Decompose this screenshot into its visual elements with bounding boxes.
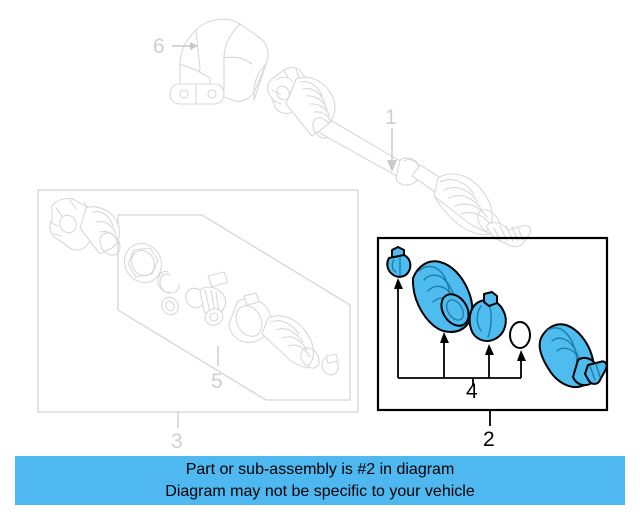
- part-cv-joint-repair-kit-pieces: [123, 242, 339, 376]
- callout-number-1: 1: [385, 106, 397, 129]
- callout-leader-4: [394, 278, 526, 386]
- part-cv-boot-large-bellows[interactable]: [411, 260, 474, 333]
- part-cv-joint-with-splined-shaft[interactable]: [538, 323, 608, 388]
- group-box-2: 4: [376, 236, 609, 412]
- part-info-banner: Part or sub-assembly is #2 in diagram Di…: [15, 456, 625, 505]
- part-drive-axle-half-shaft: 1: [266, 67, 532, 248]
- group-box-3: 5 3: [37, 189, 359, 453]
- callout-number-5: 5: [211, 370, 223, 393]
- banner-line-2: Diagram may not be specific to your vehi…: [165, 482, 475, 500]
- callout-number-6: 6: [153, 35, 165, 58]
- callout-arrow-6: [172, 42, 198, 50]
- part-inner-joint-flange: [49, 197, 121, 256]
- callout-arrow-1: [387, 128, 397, 172]
- part-heat-shield-cover: 6: [153, 18, 269, 105]
- part-boot-clamp-small-upper[interactable]: [386, 246, 412, 278]
- part-o-ring-seal[interactable]: [509, 321, 531, 349]
- callout-number-3: 3: [171, 430, 183, 453]
- callout-number-2: 2: [483, 428, 495, 451]
- banner-line-1: Part or sub-assembly is #2 in diagram: [185, 460, 455, 478]
- callout-number-4: 4: [466, 380, 478, 403]
- part-boot-clamp-large[interactable]: [468, 291, 507, 342]
